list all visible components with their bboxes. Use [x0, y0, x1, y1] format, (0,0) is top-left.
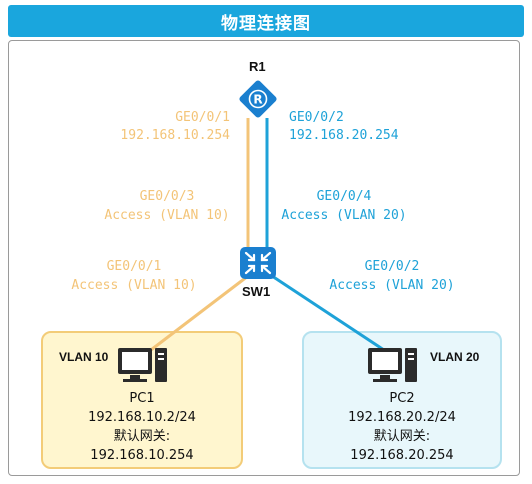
router-name: R1: [249, 59, 266, 74]
r1-ip-right: 192.168.20.254: [289, 128, 399, 143]
link-sw1-pc1: [142, 274, 249, 358]
sw1-port-pc2: GE0/0/2: [364, 259, 420, 274]
r1-ip-left: 192.168.10.254: [120, 128, 230, 143]
router-icon[interactable]: R: [238, 79, 278, 119]
sw1-mode-up-left: Access (VLAN 10): [104, 208, 230, 223]
link-sw1-pc2: [271, 274, 394, 358]
sw1-port-up-right: GE0/0/4: [316, 189, 372, 204]
r1-port-right: GE0/0/2: [289, 110, 344, 125]
pc2-name: PC2: [389, 391, 415, 406]
pc1-vlan-tag: VLAN 10: [59, 350, 109, 364]
svg-text:R: R: [253, 93, 262, 107]
pc2-gw: 192.168.20.254: [350, 448, 454, 463]
r1-port-left: GE0/0/1: [175, 110, 230, 125]
pc1-ip: 192.168.10.2/24: [88, 410, 196, 425]
pc1-name: PC1: [129, 391, 155, 406]
pc1-zone: [41, 331, 243, 469]
switch-icon[interactable]: [238, 245, 278, 281]
pc1-icon[interactable]: [116, 344, 170, 386]
pc2-gw-label: 默认网关:: [373, 429, 431, 444]
pc1-gw-label: 默认网关:: [113, 429, 171, 444]
pc2-icon[interactable]: [366, 344, 420, 386]
sw1-port-up-left: GE0/0/3: [139, 189, 195, 204]
pc2-ip: 192.168.20.2/24: [348, 410, 456, 425]
pc1-gw: 192.168.10.254: [90, 448, 194, 463]
diagram-frame: [8, 40, 520, 476]
sw1-port-pc1: GE0/0/1: [106, 259, 162, 274]
sw1-mode-pc1: Access (VLAN 10): [71, 278, 197, 293]
sw1-mode-pc2: Access (VLAN 20): [329, 278, 455, 293]
diagram-title: 物理连接图: [8, 5, 524, 37]
switch-name: SW1: [242, 284, 271, 299]
sw1-mode-up-right: Access (VLAN 20): [281, 208, 407, 223]
pc2-vlan-tag: VLAN 20: [430, 350, 480, 364]
